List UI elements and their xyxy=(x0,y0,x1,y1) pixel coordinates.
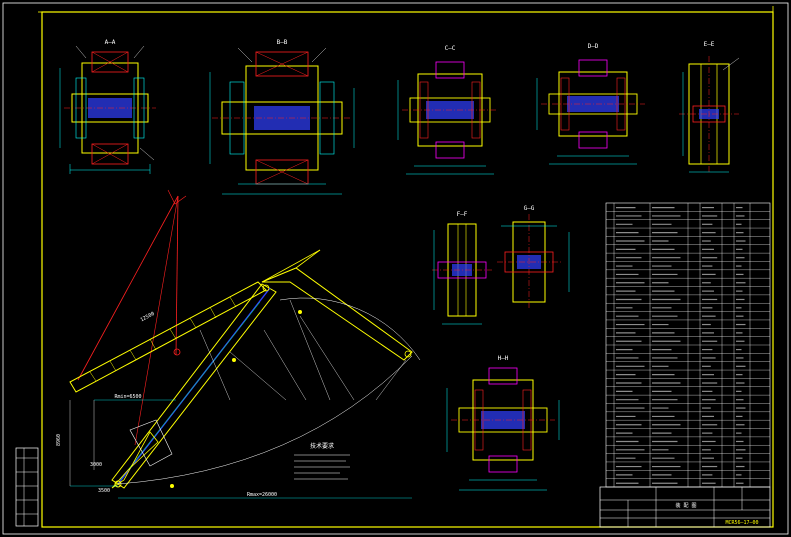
section-view-g-label: G—G xyxy=(524,205,535,212)
jib-lattice xyxy=(89,296,237,382)
section-view-h: H—H xyxy=(446,355,560,491)
main-elevation-view: Rmin=6500 Rmax=26000 12500 8960 3500 300… xyxy=(56,189,421,499)
notes-title: 技术要求 xyxy=(310,442,334,450)
section-view-d-label: D—D xyxy=(588,43,599,50)
hoist-cable-diag xyxy=(134,195,179,446)
section-view-b-label: B—B xyxy=(277,39,288,46)
side-revision-strip xyxy=(15,447,39,527)
fly-jib xyxy=(261,267,413,361)
section-view-h-label: H—H xyxy=(498,355,509,362)
dim-rmin: Rmin=6500 xyxy=(114,394,141,400)
hoist-cable xyxy=(77,195,179,381)
title-block-drawing-number: MCR56—17—00 xyxy=(725,520,758,526)
section-view-f-label: F—F xyxy=(457,211,468,218)
title-block: 装 配 图 MCR56—17—00 xyxy=(599,486,771,528)
dim-tiny: 3000 xyxy=(90,462,102,468)
dim-small: 3500 xyxy=(98,488,110,494)
dim-boom-length: 12500 xyxy=(139,311,155,323)
hook-radius-arc xyxy=(167,189,187,205)
section-view-a-label: A—A xyxy=(105,39,116,46)
parts-list-table xyxy=(605,202,771,488)
section-view-c-label: C—C xyxy=(445,45,456,52)
section-view-d: D—D xyxy=(536,43,645,165)
working-radius-arc xyxy=(117,355,413,485)
section-view-f: F—F xyxy=(432,211,492,325)
dim-height: 8960 xyxy=(56,434,62,446)
slewing-base xyxy=(111,431,159,489)
section-view-b: B—B xyxy=(209,39,355,195)
hoist-cable-vertical xyxy=(175,195,179,356)
technical-notes: 技术要求 xyxy=(294,442,350,480)
section-view-e: E—E xyxy=(679,41,740,173)
drawing-frame xyxy=(41,11,774,528)
section-view-e-label: E—E xyxy=(704,41,715,48)
dim-rmax: Rmax=26000 xyxy=(247,492,277,498)
section-view-c: C—C xyxy=(397,45,498,175)
section-view-g: G—G xyxy=(497,205,570,310)
section-view-a: A—A xyxy=(59,39,156,174)
title-block-name: 装 配 图 xyxy=(675,502,696,509)
main-boom xyxy=(111,283,277,489)
jib-section xyxy=(69,281,267,393)
